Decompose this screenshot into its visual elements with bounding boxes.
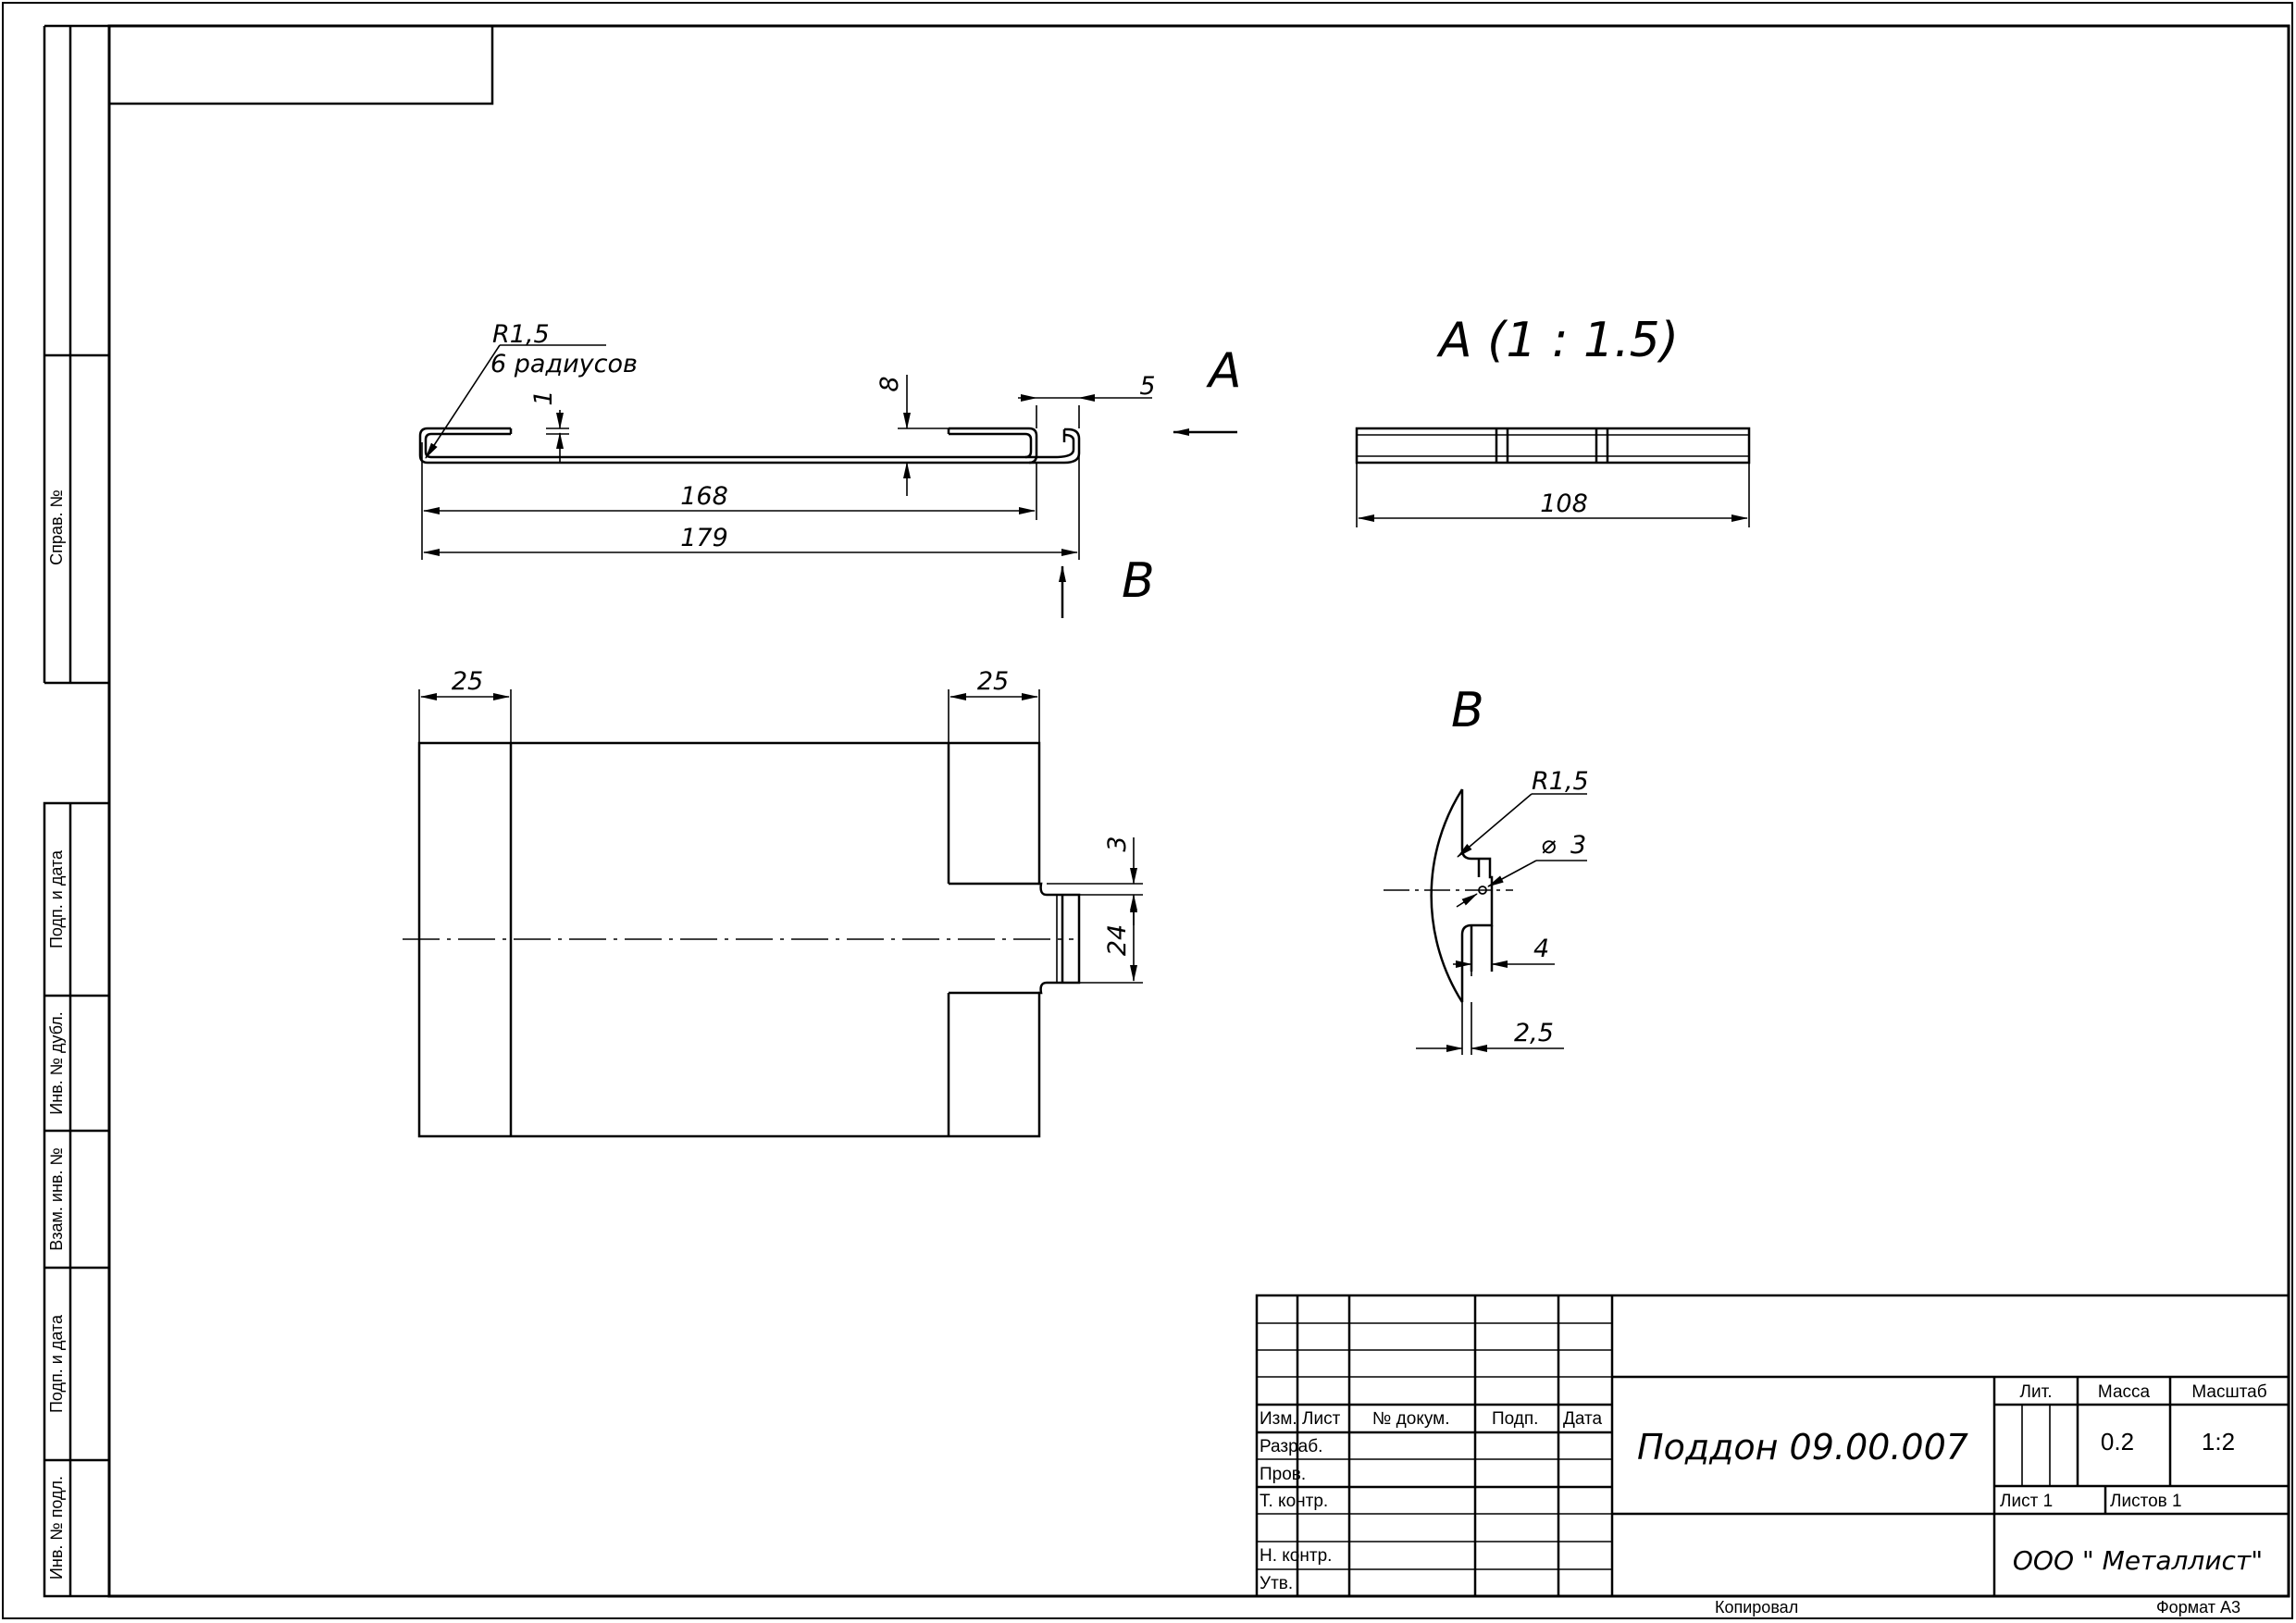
- front-radius-note: 6 радиусов: [490, 350, 638, 378]
- tb-row-nkontr: Н. контр.: [1260, 1546, 1332, 1566]
- tb-lit-label: Лит.: [2020, 1382, 2053, 1402]
- view-b-outline: [1430, 788, 1494, 1003]
- side-stamp: [43, 24, 111, 1598]
- view-a-arrow-label: A: [1206, 343, 1242, 399]
- front-view-dimensions: [421, 344, 1152, 560]
- detail-radius-label: R1,5: [1532, 767, 1589, 796]
- front-thickness-label: 1: [529, 390, 558, 405]
- plan-notch-offset-label: 3: [1103, 836, 1132, 851]
- tb-format: Формат А3: [2156, 1598, 2240, 1617]
- tb-col-docum: № докум.: [1372, 1409, 1449, 1429]
- tb-row-utv: Утв.: [1260, 1574, 1293, 1593]
- detail-gap-label: 4: [1533, 935, 1549, 963]
- plan-view: 25 25 3 24: [403, 667, 1143, 1138]
- detail-hole-label: 3: [1570, 831, 1586, 860]
- tb-scale-label: Масштаб: [2191, 1382, 2266, 1402]
- view-a-width-label: 108: [1540, 489, 1588, 518]
- tb-row-razrab: Разраб.: [1260, 1437, 1322, 1456]
- tb-sheet-label: Лист 1: [2000, 1492, 2053, 1511]
- tb-col-data: Дата: [1563, 1409, 1603, 1429]
- plan-left-strip-label: 25: [452, 667, 483, 696]
- title-block-text: Изм. Лист № докум. Подп. Дата Разраб. Пр…: [1260, 1382, 2267, 1617]
- tb-sheets-label: Листов 1: [2110, 1492, 2182, 1511]
- title-block: [1255, 1294, 2290, 1598]
- side-label-vzam-inv: Взам. инв. №: [47, 1147, 66, 1251]
- side-label-sprav: Справ. №: [47, 489, 66, 565]
- plan-notch-width-label: 24: [1103, 924, 1132, 956]
- front-view: R1,5 6 радиусов 1 8 5 168 179 A B: [418, 320, 1242, 618]
- view-b-title: B: [1451, 683, 1484, 738]
- front-overall-length-label: 179: [680, 524, 728, 552]
- side-label-podp-data-2: Подп. и дата: [47, 1314, 66, 1413]
- tb-row-prov: Пров.: [1260, 1465, 1306, 1484]
- view-b-detail: B R1,5 ⌀ 3 4 2,5: [1384, 683, 1589, 1055]
- view-b-dimensions: [1416, 793, 1587, 1055]
- view-a-title: A (1 : 1.5): [1436, 313, 1679, 368]
- tb-row-tkontr: Т. контр.: [1260, 1492, 1328, 1511]
- tb-col-list: Лист: [1302, 1409, 1341, 1429]
- diameter-icon: ⌀: [1541, 831, 1557, 860]
- side-label-podp-data-1: Подп. и дата: [47, 849, 66, 948]
- view-a-dimensions: [1356, 463, 1750, 527]
- tb-scale-value: 1:2: [2202, 1428, 2235, 1456]
- detail-depth-label: 2,5: [1514, 1019, 1554, 1047]
- tb-col-podp: Подп.: [1492, 1409, 1538, 1429]
- tb-mass-value: 0.2: [2101, 1428, 2134, 1456]
- front-view-profile: [418, 427, 1081, 465]
- front-flange-label: 5: [1139, 372, 1155, 401]
- front-height-label: 8: [875, 376, 904, 391]
- plan-view-dimensions: [418, 689, 1143, 984]
- view-a: A (1 : 1.5) 108: [1355, 313, 1751, 527]
- tb-organization: ООО " Металлист": [2013, 1545, 2263, 1576]
- plan-right-strip-label: 25: [977, 667, 1009, 696]
- side-label-inv-dubl: Инв. № дубл.: [47, 1011, 66, 1114]
- tb-col-izm: Изм.: [1260, 1409, 1297, 1429]
- tb-copied: Копировал: [1715, 1598, 1798, 1617]
- view-b-arrow-label: B: [1122, 553, 1155, 609]
- tb-designation: Поддон 09.00.007: [1637, 1427, 1968, 1468]
- side-label-inv-podl: Инв. № подл.: [47, 1476, 66, 1580]
- front-radius-label: R1,5: [492, 320, 550, 349]
- front-inner-length-label: 168: [680, 482, 728, 511]
- tb-mass-label: Масса: [2098, 1382, 2151, 1402]
- view-a-outline: [1355, 427, 1751, 465]
- side-stamp-labels: Справ. № Подп. и дата Инв. № дубл. Взам.…: [47, 489, 66, 1580]
- view-arrows: [1059, 428, 1237, 618]
